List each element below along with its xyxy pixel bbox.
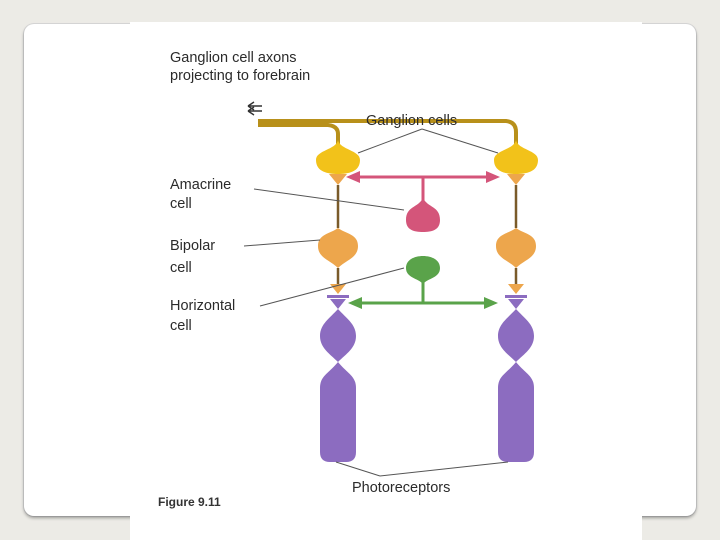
right-ganglion-cell <box>494 140 538 174</box>
bipolar-label-line2: cell <box>170 260 192 276</box>
ganglion-label: Ganglion cells <box>366 113 457 129</box>
horizontal-cell <box>348 256 498 309</box>
right-photoreceptor <box>498 309 534 462</box>
leader-lines <box>243 128 509 477</box>
axons-label-line1: Ganglion cell axons <box>170 50 297 66</box>
left-bipolar-cell <box>318 228 358 268</box>
bipolar-label-line1: Bipolar <box>170 238 215 254</box>
horizontal-label-line2: cell <box>170 318 192 334</box>
horizontal-label-line1: Horizontal <box>170 298 235 314</box>
left-photoreceptor <box>320 309 356 462</box>
amacrine-label-line1: Amacrine <box>170 177 231 193</box>
right-cell-column <box>494 140 538 462</box>
left-cell-column <box>316 140 360 462</box>
ganglion-axons <box>247 101 518 150</box>
amacrine-cell <box>346 171 500 232</box>
retina-diagram: Ganglion cell axons projecting to forebr… <box>130 22 642 540</box>
right-bipolar-cell <box>496 228 536 268</box>
left-ganglion-cell <box>316 140 360 174</box>
photoreceptors-label: Photoreceptors <box>352 480 450 496</box>
axons-label-line2: projecting to forebrain <box>170 68 310 84</box>
figure-caption: Figure 9.11 <box>158 495 221 509</box>
amacrine-label-line2: cell <box>170 196 192 212</box>
